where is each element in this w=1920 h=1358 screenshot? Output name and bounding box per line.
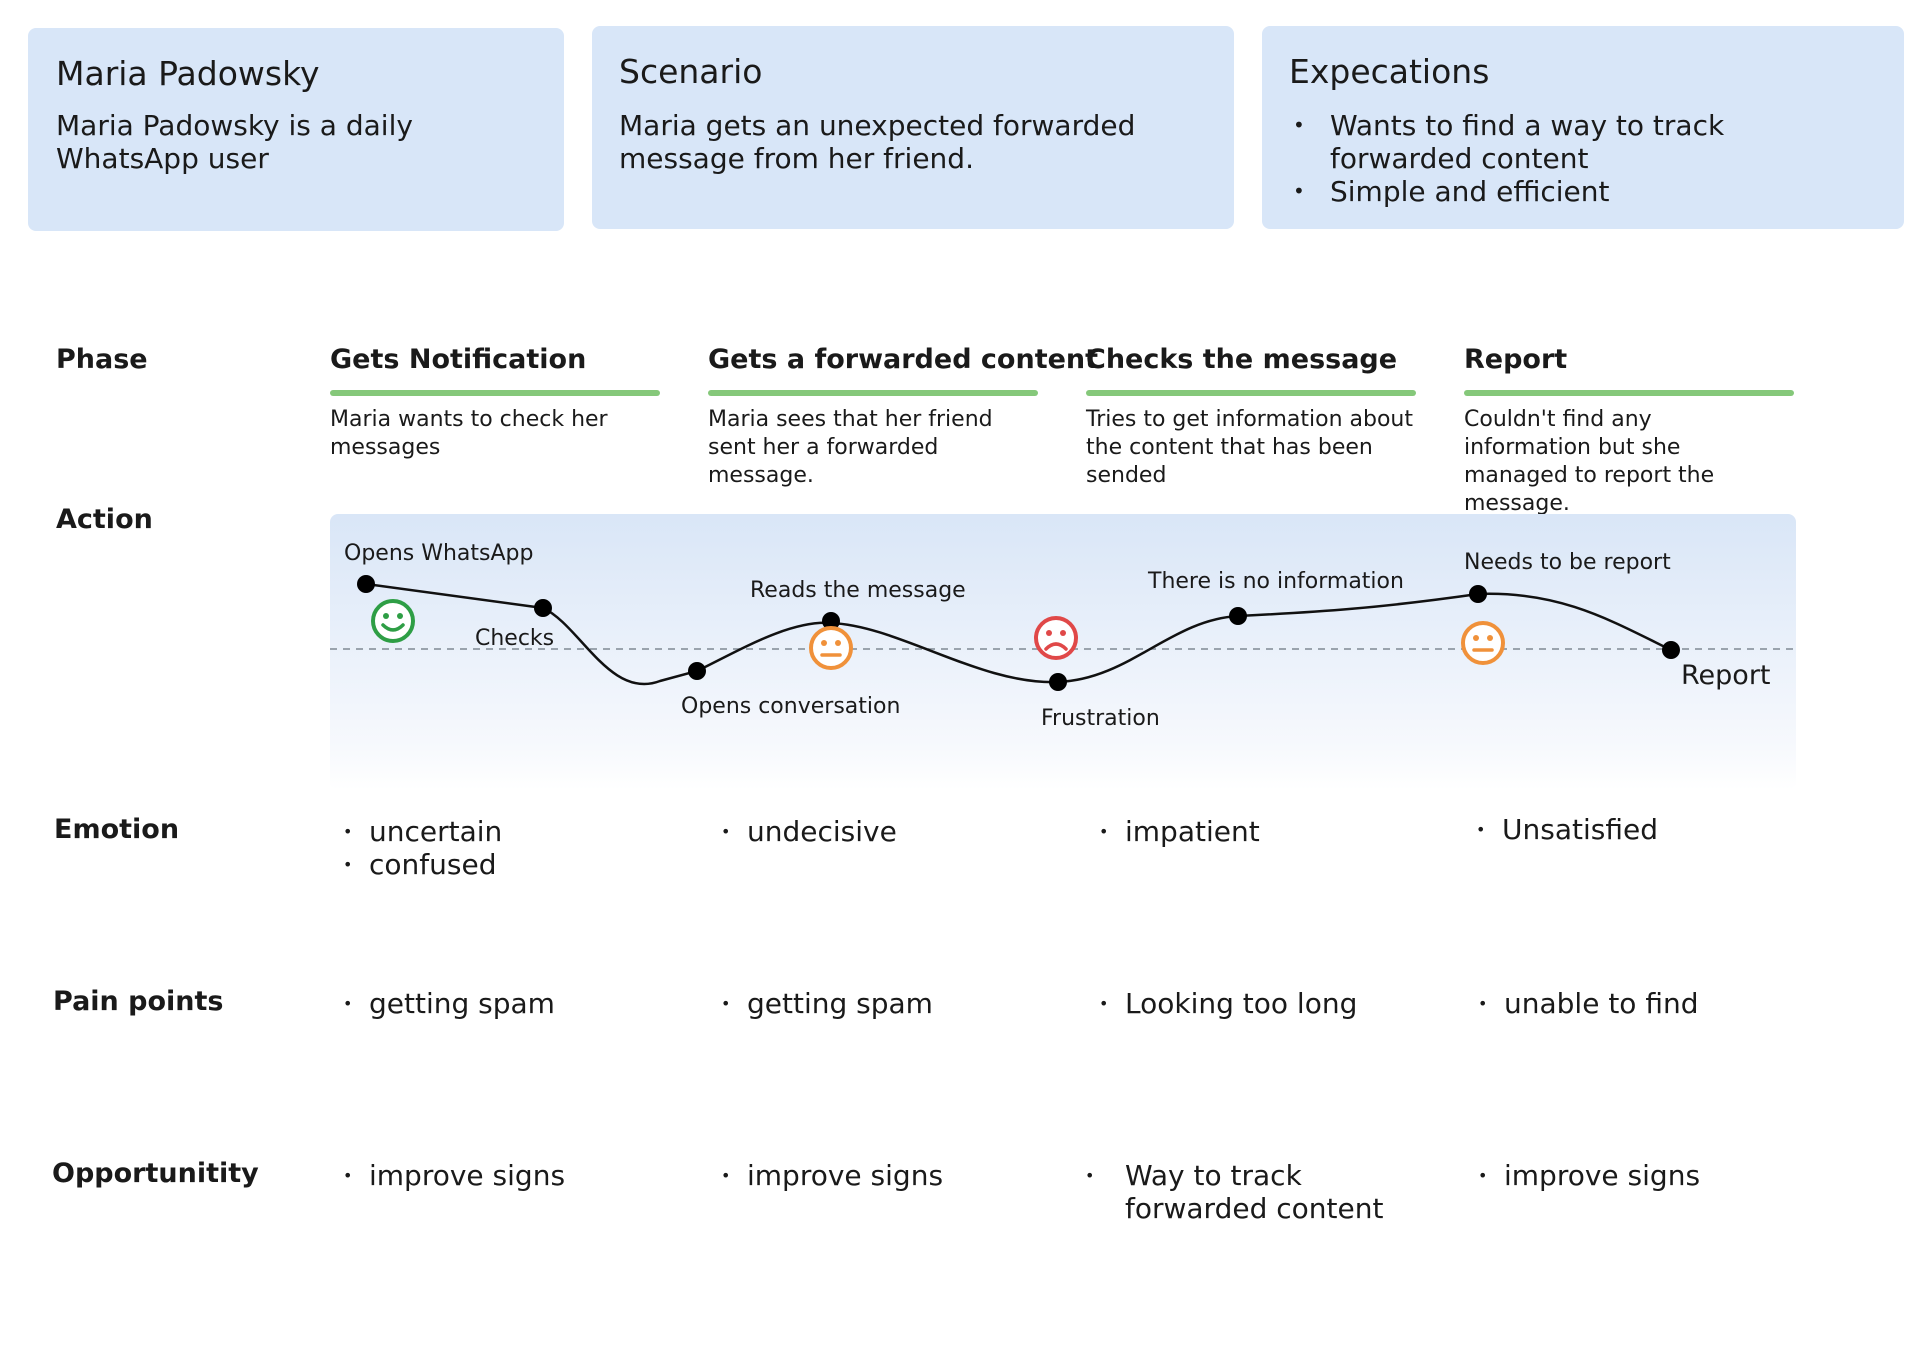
emotion-cell: undecisive bbox=[721, 815, 897, 848]
expectations-title: Expecations bbox=[1289, 52, 1490, 91]
scenario-title: Scenario bbox=[619, 52, 763, 91]
opportunity-cell: Way to track forwarded content bbox=[1085, 1159, 1445, 1225]
opportunity-cell: improve signs bbox=[721, 1159, 943, 1192]
phase-description: Maria sees that her friend sent her a fo… bbox=[708, 407, 993, 488]
action-label: Opens WhatsApp bbox=[344, 541, 533, 566]
phase-title: Gets Notification bbox=[330, 344, 587, 375]
pain-point-item: getting spam bbox=[721, 987, 933, 1020]
phase-title: Gets a forwarded content bbox=[708, 344, 1099, 375]
sad-face-icon bbox=[1034, 616, 1078, 660]
action-label: Report bbox=[1681, 660, 1771, 691]
scenario-card: Scenario Maria gets an unexpected forwar… bbox=[592, 26, 1234, 229]
row-label-opportunity: Opportunitity bbox=[52, 1158, 259, 1189]
pain-point-item: Looking too long bbox=[1099, 987, 1357, 1020]
opportunity-cell: improve signs bbox=[1478, 1159, 1700, 1192]
expectations-card: Expecations Wants to find a way to track… bbox=[1262, 26, 1904, 229]
emotion-item: undecisive bbox=[721, 815, 897, 848]
action-point bbox=[1662, 641, 1680, 659]
phase-bar bbox=[1464, 390, 1794, 396]
phase-column: Gets a forwarded content Maria sees that… bbox=[708, 344, 1099, 490]
happy-face-icon bbox=[371, 599, 415, 643]
persona-name: Maria Padowsky bbox=[56, 54, 320, 93]
emotion-cell: Unsatisfied bbox=[1476, 813, 1658, 846]
action-label: Opens conversation bbox=[681, 694, 900, 719]
pain-point-item: unable to find bbox=[1478, 987, 1699, 1020]
action-point bbox=[688, 662, 706, 680]
action-label: Reads the message bbox=[750, 578, 966, 603]
phase-bar bbox=[708, 390, 1038, 396]
emotion-cell: uncertain confused bbox=[343, 815, 502, 881]
emotion-item: impatient bbox=[1099, 815, 1260, 848]
phase-title: Checks the message bbox=[1086, 344, 1398, 375]
row-label-action: Action bbox=[56, 504, 153, 535]
phase-column: Report Couldn't find any information but… bbox=[1464, 344, 1794, 518]
pain-point-cell: getting spam bbox=[343, 987, 555, 1020]
phase-title: Report bbox=[1464, 344, 1568, 375]
row-label-emotion: Emotion bbox=[54, 814, 180, 845]
action-point bbox=[1469, 585, 1487, 603]
pain-point-item: getting spam bbox=[343, 987, 555, 1020]
action-label: Checks bbox=[475, 626, 554, 651]
opportunity-item: improve signs bbox=[1478, 1159, 1700, 1192]
expectation-item: Simple and efficient bbox=[1289, 175, 1829, 208]
action-point bbox=[357, 575, 375, 593]
action-point bbox=[1049, 673, 1067, 691]
action-point bbox=[822, 612, 840, 630]
phase-column: Gets Notification Maria wants to check h… bbox=[330, 344, 660, 462]
persona-description: Maria Padowsky is a daily WhatsApp user bbox=[56, 109, 413, 175]
pain-point-cell: unable to find bbox=[1478, 987, 1699, 1020]
action-label: There is no information bbox=[1147, 569, 1404, 594]
persona-card: Maria Padowsky Maria Padowsky is a daily… bbox=[28, 28, 564, 231]
action-point bbox=[534, 599, 552, 617]
phase-description: Couldn't find any information but she ma… bbox=[1464, 407, 1715, 516]
action-point bbox=[1229, 607, 1247, 625]
opportunity-item: Way to track forwarded content bbox=[1085, 1159, 1445, 1225]
phase-description: Tries to get information about the conte… bbox=[1086, 407, 1413, 488]
phase-bar bbox=[330, 390, 660, 396]
row-label-phase: Phase bbox=[56, 344, 148, 375]
scenario-description: Maria gets an unexpected forwarded messa… bbox=[619, 109, 1136, 175]
emotion-item: confused bbox=[343, 848, 502, 881]
pain-point-cell: Looking too long bbox=[1099, 987, 1357, 1020]
action-label: Frustration bbox=[1041, 706, 1160, 731]
pain-point-cell: getting spam bbox=[721, 987, 933, 1020]
emotion-cell: impatient bbox=[1099, 815, 1260, 848]
expectation-item: Wants to find a way to track forwarded c… bbox=[1289, 109, 1829, 175]
emotion-item: Unsatisfied bbox=[1476, 813, 1658, 846]
phase-description: Maria wants to check her messages bbox=[330, 407, 608, 460]
phase-column: Checks the message Tries to get informat… bbox=[1086, 344, 1416, 490]
opportunity-item: improve signs bbox=[343, 1159, 565, 1192]
opportunity-item: improve signs bbox=[721, 1159, 943, 1192]
row-label-pain-points: Pain points bbox=[53, 986, 224, 1017]
neutral-face-icon bbox=[1461, 621, 1505, 665]
action-label: Needs to be report bbox=[1464, 550, 1671, 575]
expectations-list: Wants to find a way to track forwarded c… bbox=[1289, 109, 1829, 208]
phase-bar bbox=[1086, 390, 1416, 396]
emotion-item: uncertain bbox=[343, 815, 502, 848]
opportunity-cell: improve signs bbox=[343, 1159, 565, 1192]
neutral-face-icon bbox=[809, 626, 853, 670]
